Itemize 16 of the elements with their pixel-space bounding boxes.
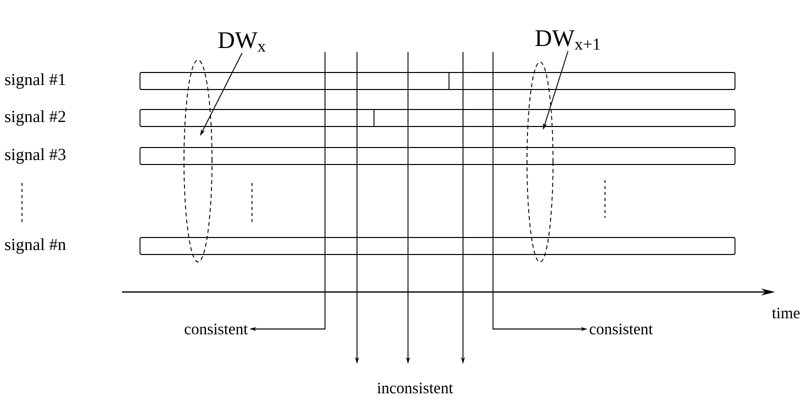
signal-label: signal #2	[5, 110, 66, 126]
outcome-label: consistent	[590, 324, 653, 334]
outcome-label: consistent	[184, 324, 248, 334]
dashed-ellipse	[184, 60, 212, 262]
dw-label: DW$_{x+1}$	[535, 30, 600, 50]
signal-bar	[140, 147, 736, 165]
signal-bar	[140, 72, 736, 90]
signal-bar	[140, 109, 736, 127]
dw-label: DW$_{x}$	[218, 32, 266, 52]
signal-label: signal #n	[5, 238, 66, 254]
signal-label: signal #1	[5, 73, 66, 89]
signal-label: signal #3	[5, 148, 66, 164]
axis-label: time	[772, 308, 800, 318]
outcome-label: inconsistent	[377, 382, 453, 394]
signal-bar	[140, 237, 736, 255]
dashed-ellipse	[526, 62, 554, 262]
